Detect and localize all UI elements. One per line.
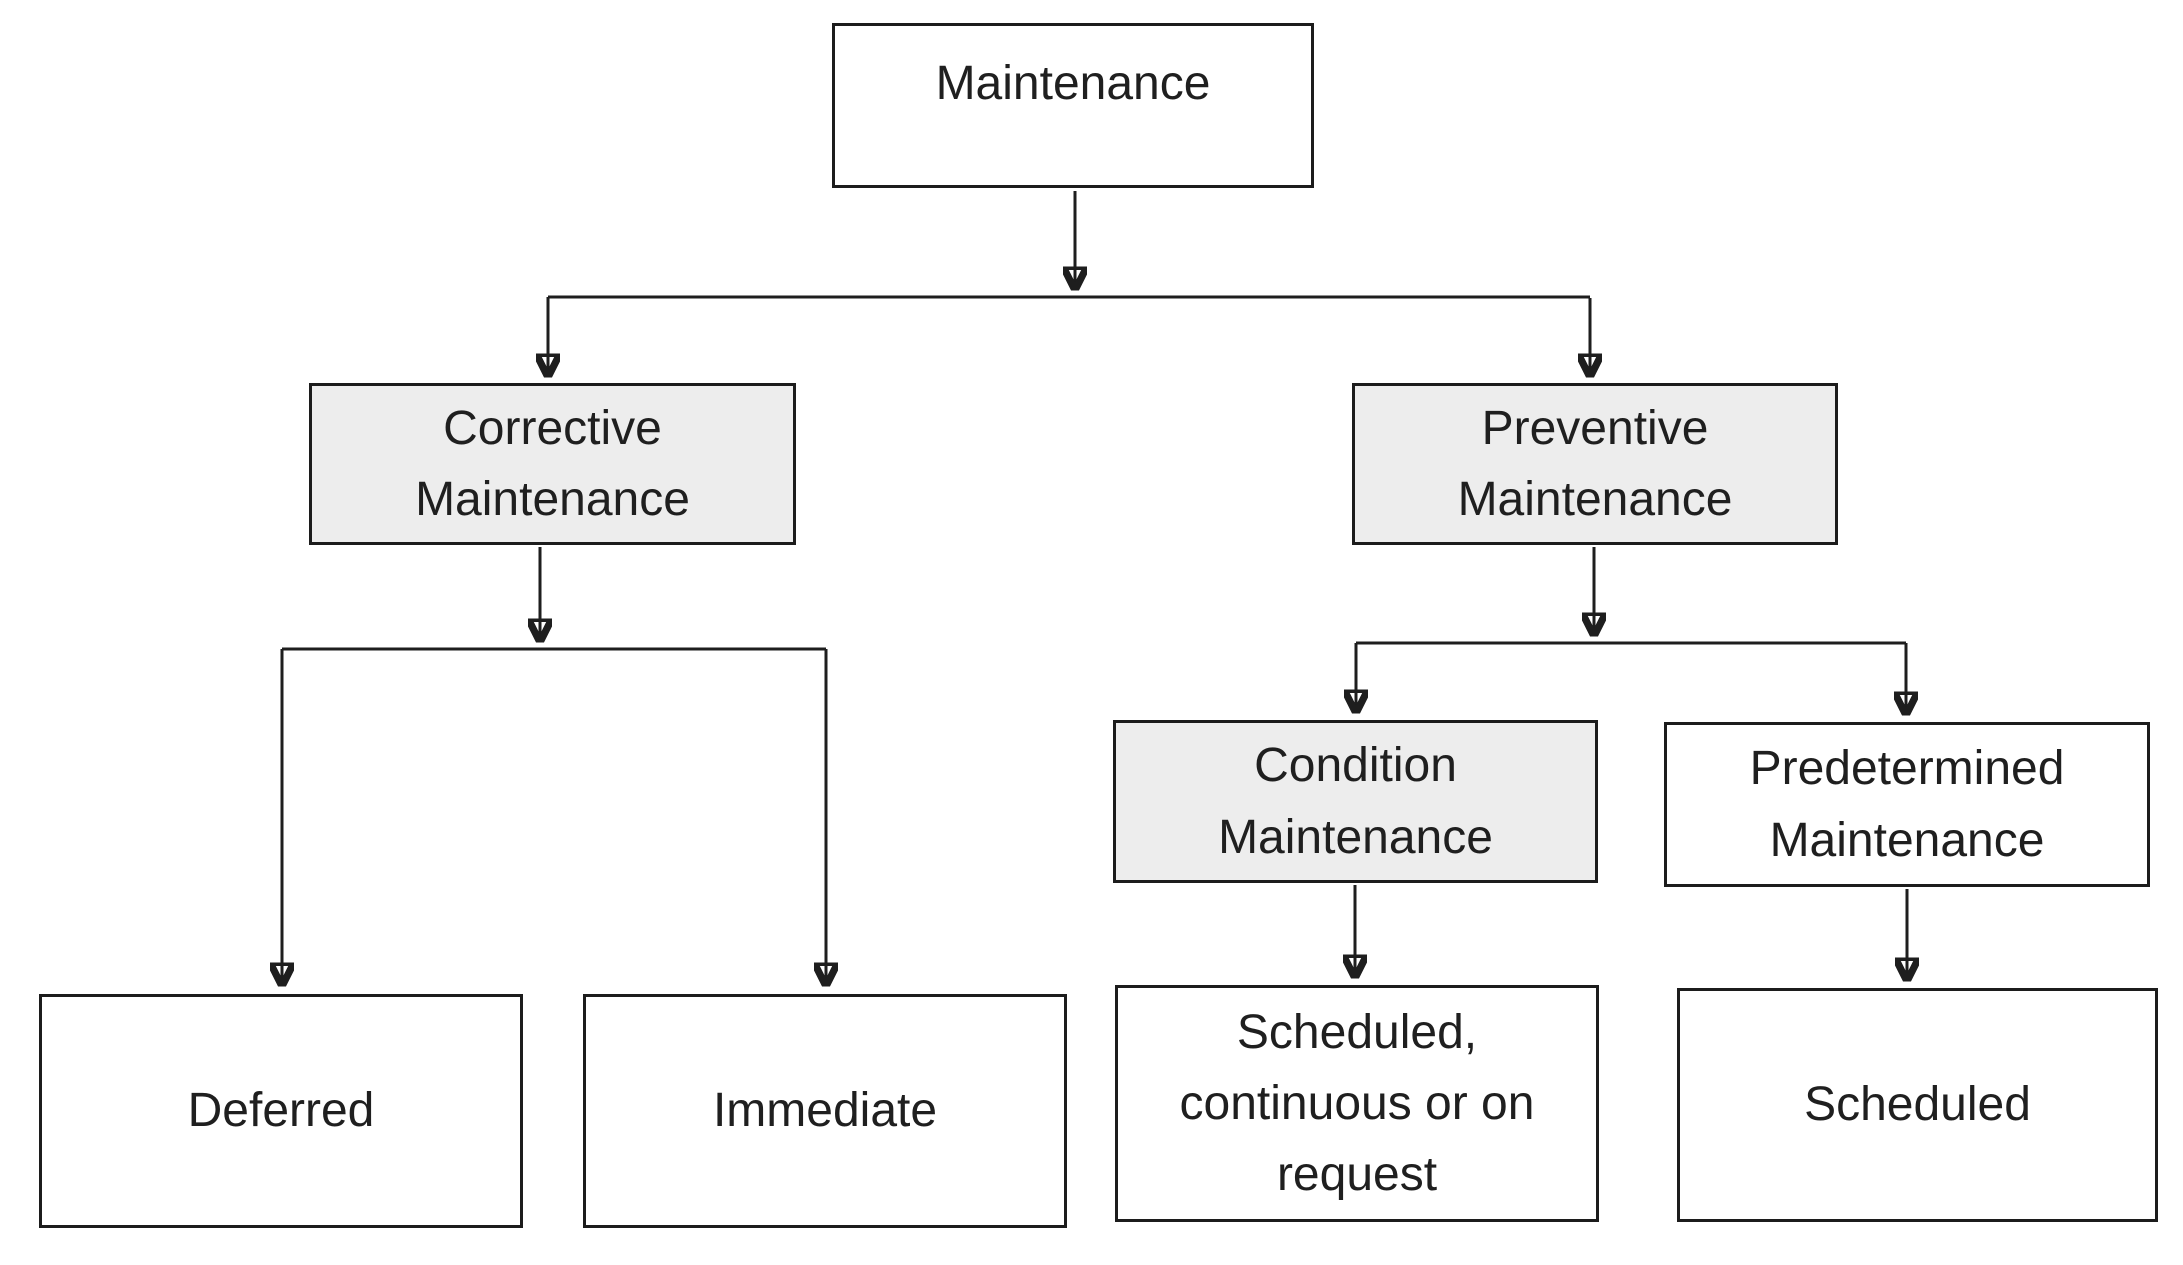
- node-predetermined-maintenance: Predetermined Maintenance: [1664, 722, 2150, 887]
- node-scheduled-label: Scheduled: [1804, 1078, 2031, 1132]
- node-deferred: Deferred: [39, 994, 523, 1228]
- node-predetermined-maintenance-label: Predetermined Maintenance: [1749, 742, 2065, 867]
- node-maintenance-label: Maintenance: [935, 57, 1211, 110]
- node-condition-maintenance: Condition Maintenance: [1113, 720, 1598, 883]
- node-immediate: Immediate: [583, 994, 1067, 1228]
- node-deferred-label: Deferred: [187, 1084, 375, 1138]
- node-immediate-label: Immediate: [712, 1084, 938, 1138]
- node-preventive-maintenance-label: Preventive Maintenance: [1457, 401, 1733, 526]
- node-scheduled-continuous-on-request-label: Scheduled, continuous or on request: [1179, 1005, 1535, 1202]
- node-condition-maintenance-label: Condition Maintenance: [1218, 739, 1493, 864]
- node-preventive-maintenance: Preventive Maintenance: [1352, 383, 1838, 545]
- node-corrective-maintenance: Corrective Maintenance: [309, 383, 796, 545]
- node-maintenance: Maintenance: [832, 23, 1314, 188]
- node-corrective-maintenance-label: Corrective Maintenance: [415, 401, 690, 526]
- node-scheduled-continuous-on-request: Scheduled, continuous or on request: [1115, 985, 1599, 1222]
- node-scheduled: Scheduled: [1677, 988, 2158, 1222]
